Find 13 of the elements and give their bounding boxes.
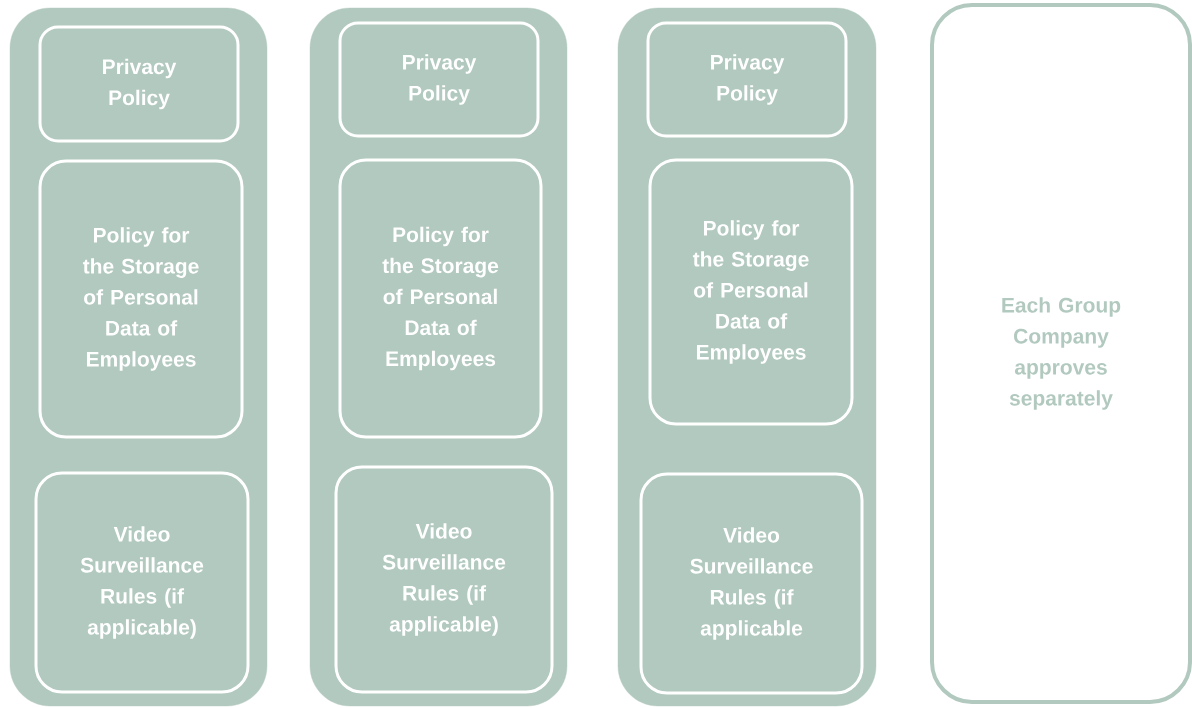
policy-box: Privacy Policy [646,21,848,138]
policy-box: Video Surveillance Rules (if applicable) [34,471,250,694]
policy-box: Video Surveillance Rules (if applicable) [334,465,554,694]
panel [309,7,568,707]
policy-box: Policy for the Storage of Personal Data of Employees [38,159,244,439]
panel [617,7,877,707]
policy-box: Privacy Policy [338,21,540,138]
panel [9,7,268,707]
policy-box: Policy for the Storage of Personal Data of Employees [648,158,854,426]
policy-box: Privacy Policy [38,25,240,143]
policy-box: Video Surveillance Rules (if applicable [639,472,864,695]
note-box: Each Group Company approves separately [930,3,1192,704]
policy-box: Policy for the Storage of Personal Data of Employees [338,158,543,439]
